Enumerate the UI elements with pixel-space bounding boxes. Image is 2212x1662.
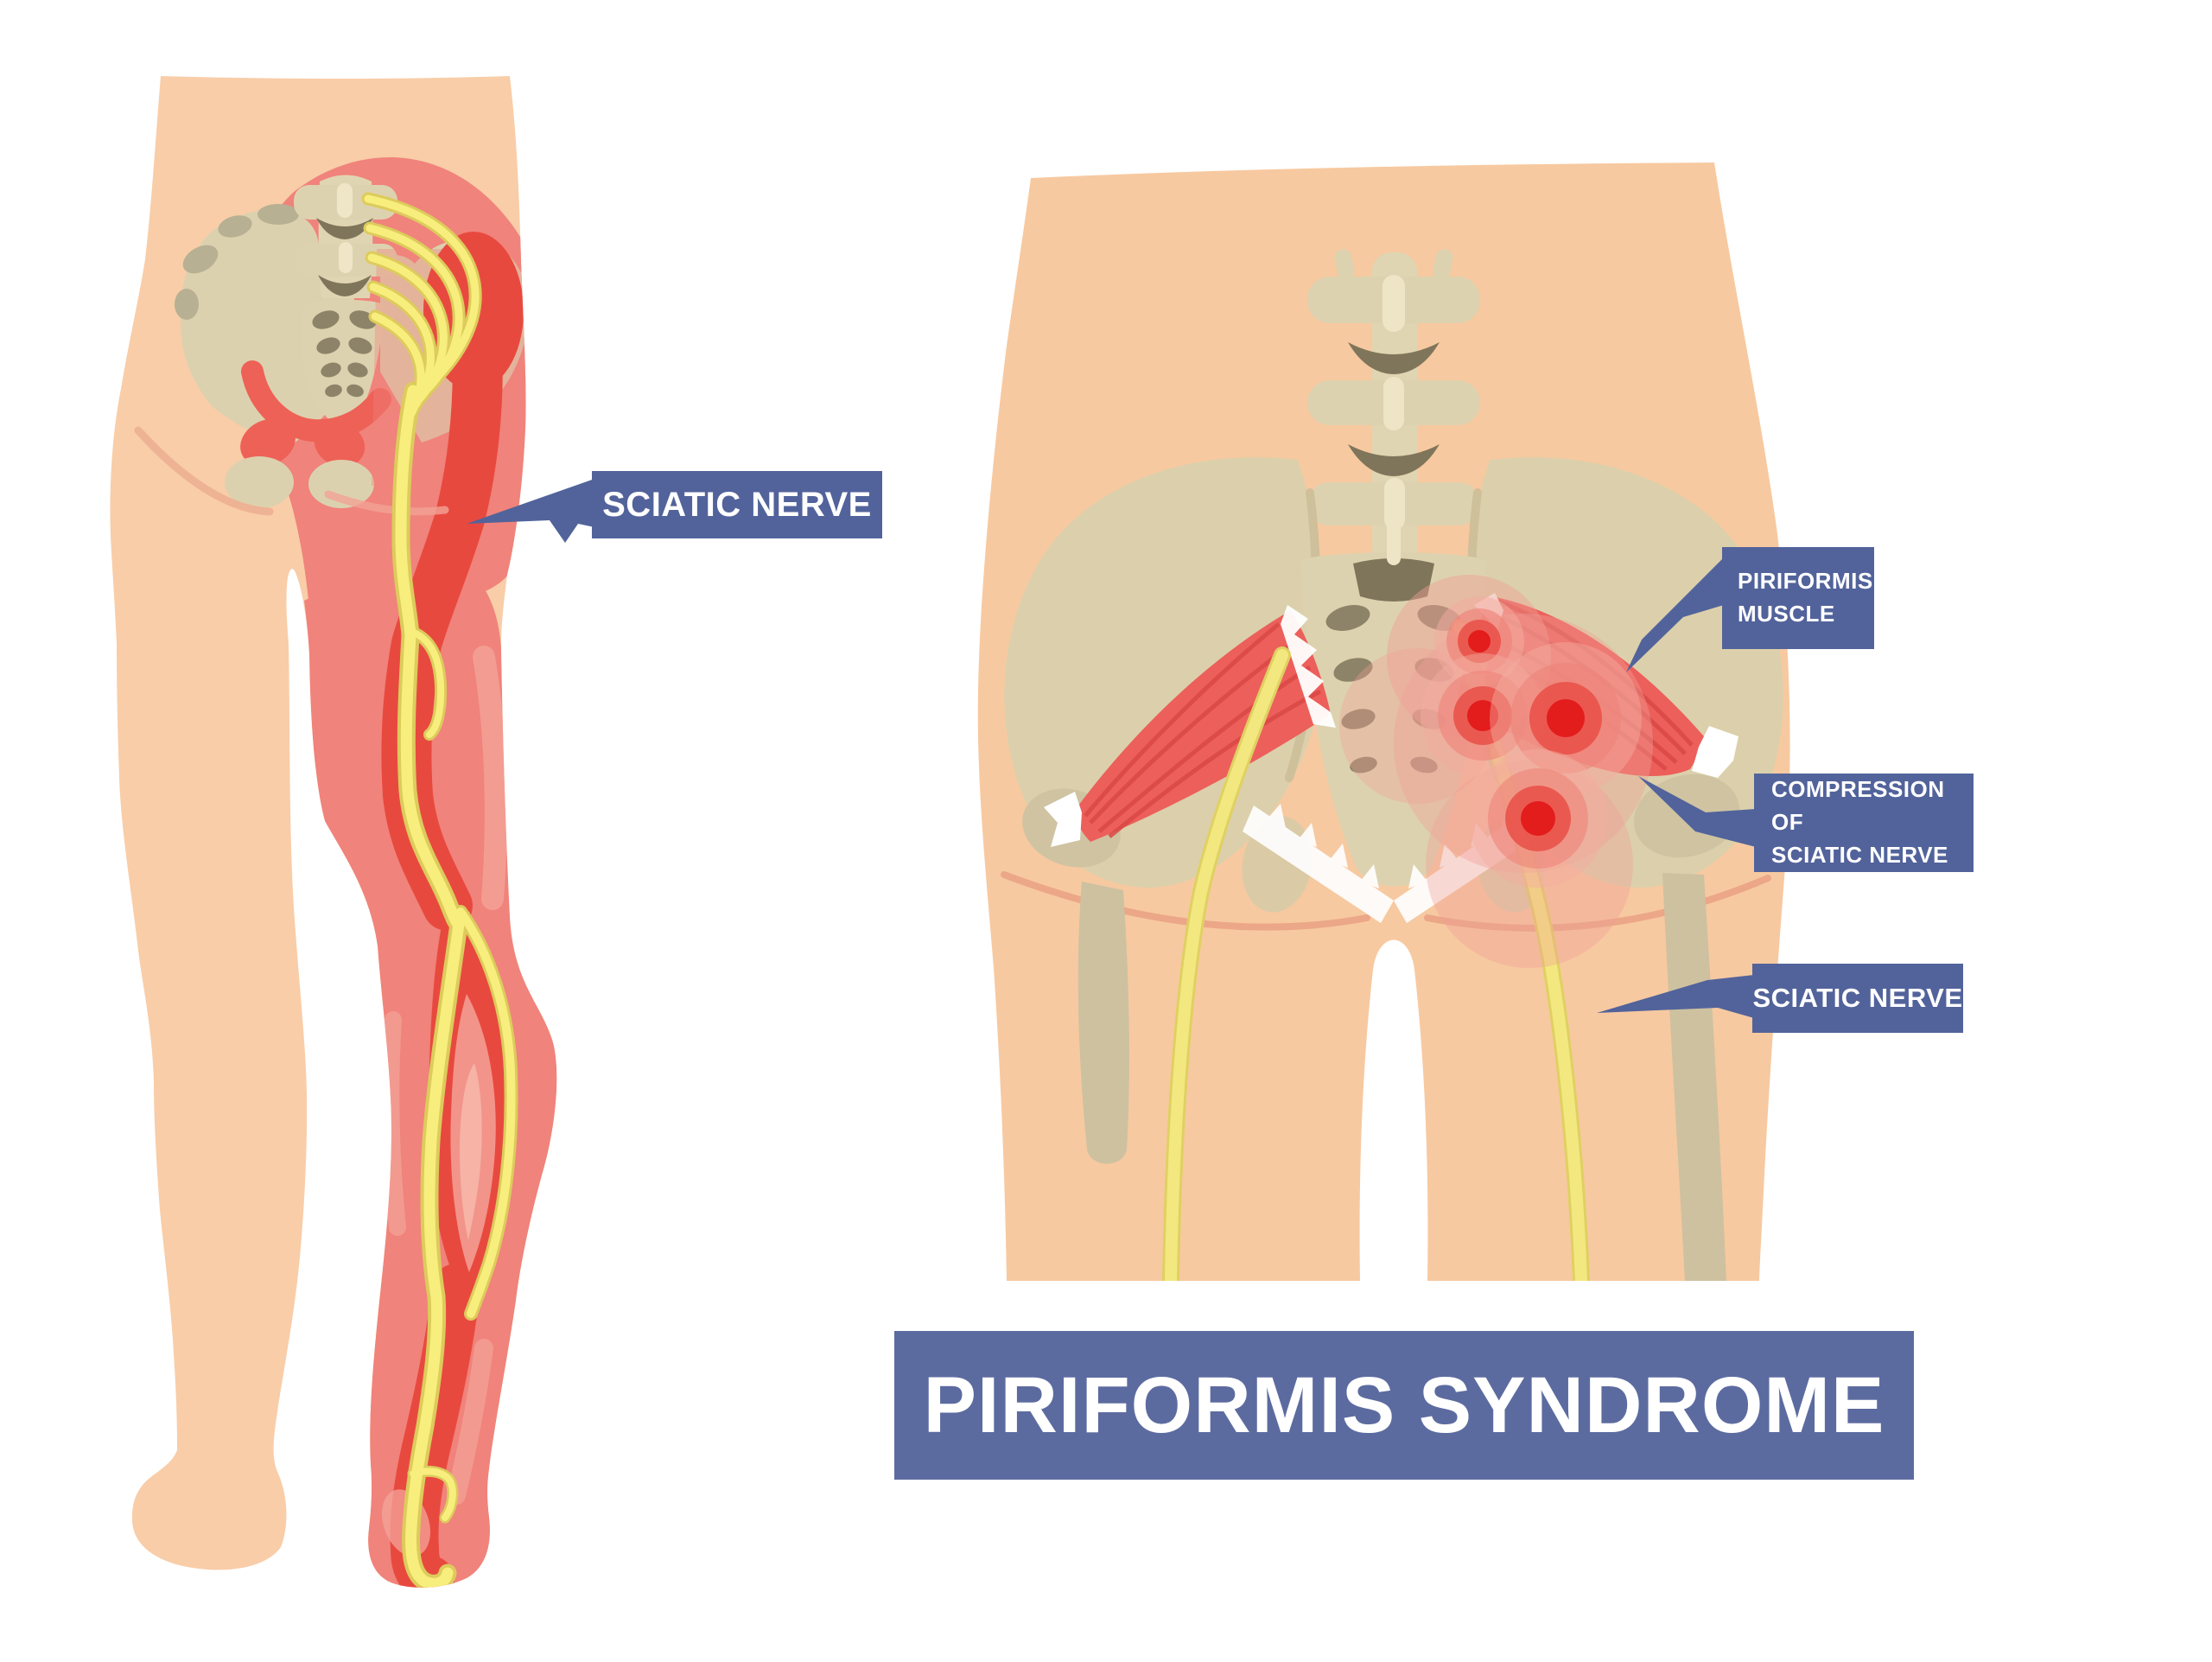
sciatic-nerve-left-figure-core bbox=[364, 194, 516, 1588]
pain-spot-1 bbox=[1434, 596, 1524, 686]
pelvis-figure bbox=[977, 162, 1790, 1281]
sciatic-nerve-label-right: SCIATIC NERVE bbox=[1752, 964, 1963, 1033]
pain-spot-2 bbox=[1421, 653, 1545, 778]
buttock-fold-right bbox=[1424, 875, 1771, 932]
pointer-sciatic-nerve-right bbox=[1597, 975, 1754, 1018]
femur-right bbox=[1662, 873, 1726, 1281]
pointer-piriformis-muscle bbox=[1626, 557, 1724, 672]
piriformis-muscle-left bbox=[1044, 605, 1336, 847]
pain-spot-4 bbox=[1469, 749, 1607, 888]
callout-pointers bbox=[467, 479, 1756, 1018]
posterior-legs-figure bbox=[110, 76, 557, 1588]
thigh-gap bbox=[1359, 939, 1428, 1281]
pointer-compression bbox=[1638, 776, 1756, 847]
piriformis-muscle-label: PIRIFORMIS MUSCLE bbox=[1722, 547, 1874, 649]
compression-of-sciatic-nerve-label: COMPRESSION OF SCIATIC NERVE bbox=[1754, 774, 1974, 872]
pain-spots bbox=[1339, 575, 1653, 968]
sciatic-nerve-label-left: SCIATIC NERVE bbox=[592, 471, 882, 538]
gluteal-fold-right bbox=[324, 490, 449, 516]
pain-spot-3 bbox=[1490, 642, 1642, 794]
title-banner: PIRIFORMIS SYNDROME bbox=[894, 1331, 1914, 1480]
pointer-sciatic-nerve-left bbox=[467, 479, 594, 543]
femur-left bbox=[1077, 882, 1129, 1164]
gluteal-fold-left bbox=[134, 426, 274, 516]
